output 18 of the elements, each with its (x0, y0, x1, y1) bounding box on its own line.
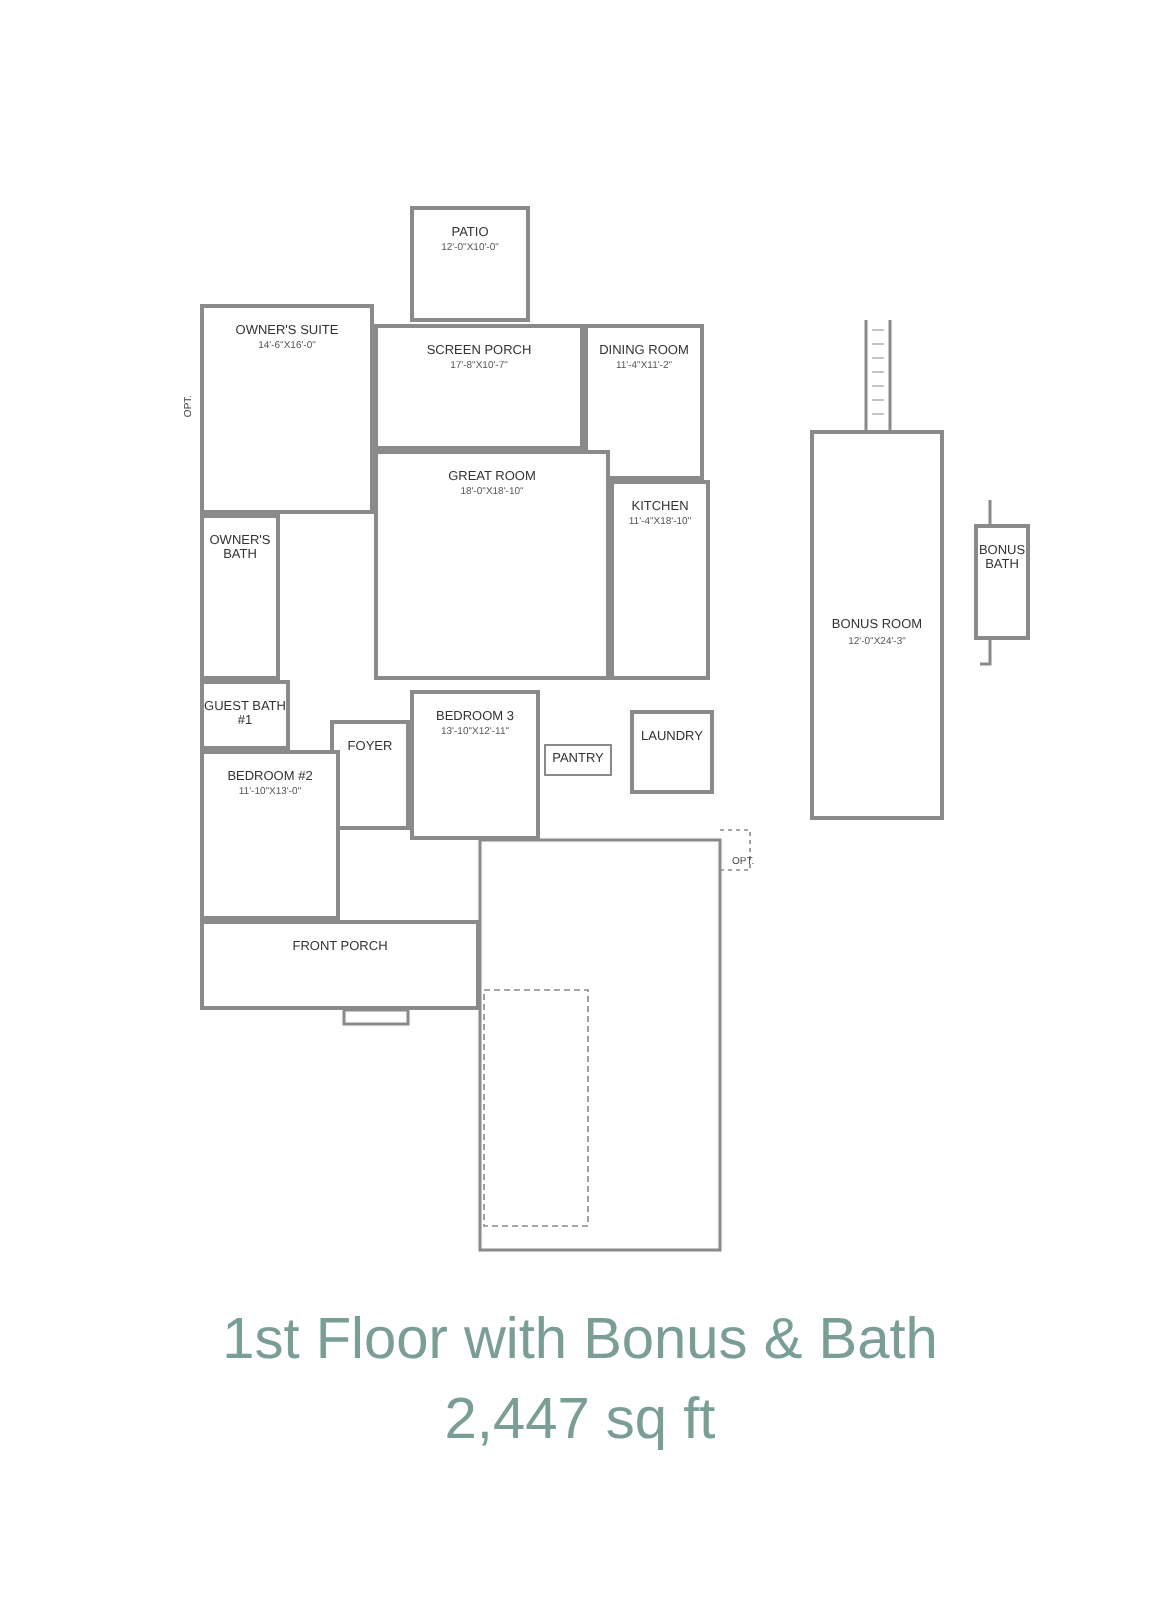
room-outline (584, 324, 704, 480)
room-outline (374, 450, 610, 680)
plan-caption: 2,447 sq ft (442, 1388, 718, 1454)
room-outline (200, 680, 290, 750)
room-outline (630, 710, 714, 794)
room-outline (410, 690, 540, 840)
room-outline (200, 514, 280, 680)
plan-title: 1st Floor with Bonus & Bath (220, 1308, 940, 1374)
room-outline (200, 304, 374, 514)
room-outline (974, 524, 1030, 640)
room-outline (374, 324, 584, 450)
room-outline (410, 206, 530, 322)
room-outline (200, 920, 480, 1010)
room-outline (810, 430, 944, 820)
room-outline (200, 750, 340, 920)
room-outline (610, 480, 710, 680)
room-outline (330, 720, 410, 830)
room-outline (544, 744, 612, 776)
